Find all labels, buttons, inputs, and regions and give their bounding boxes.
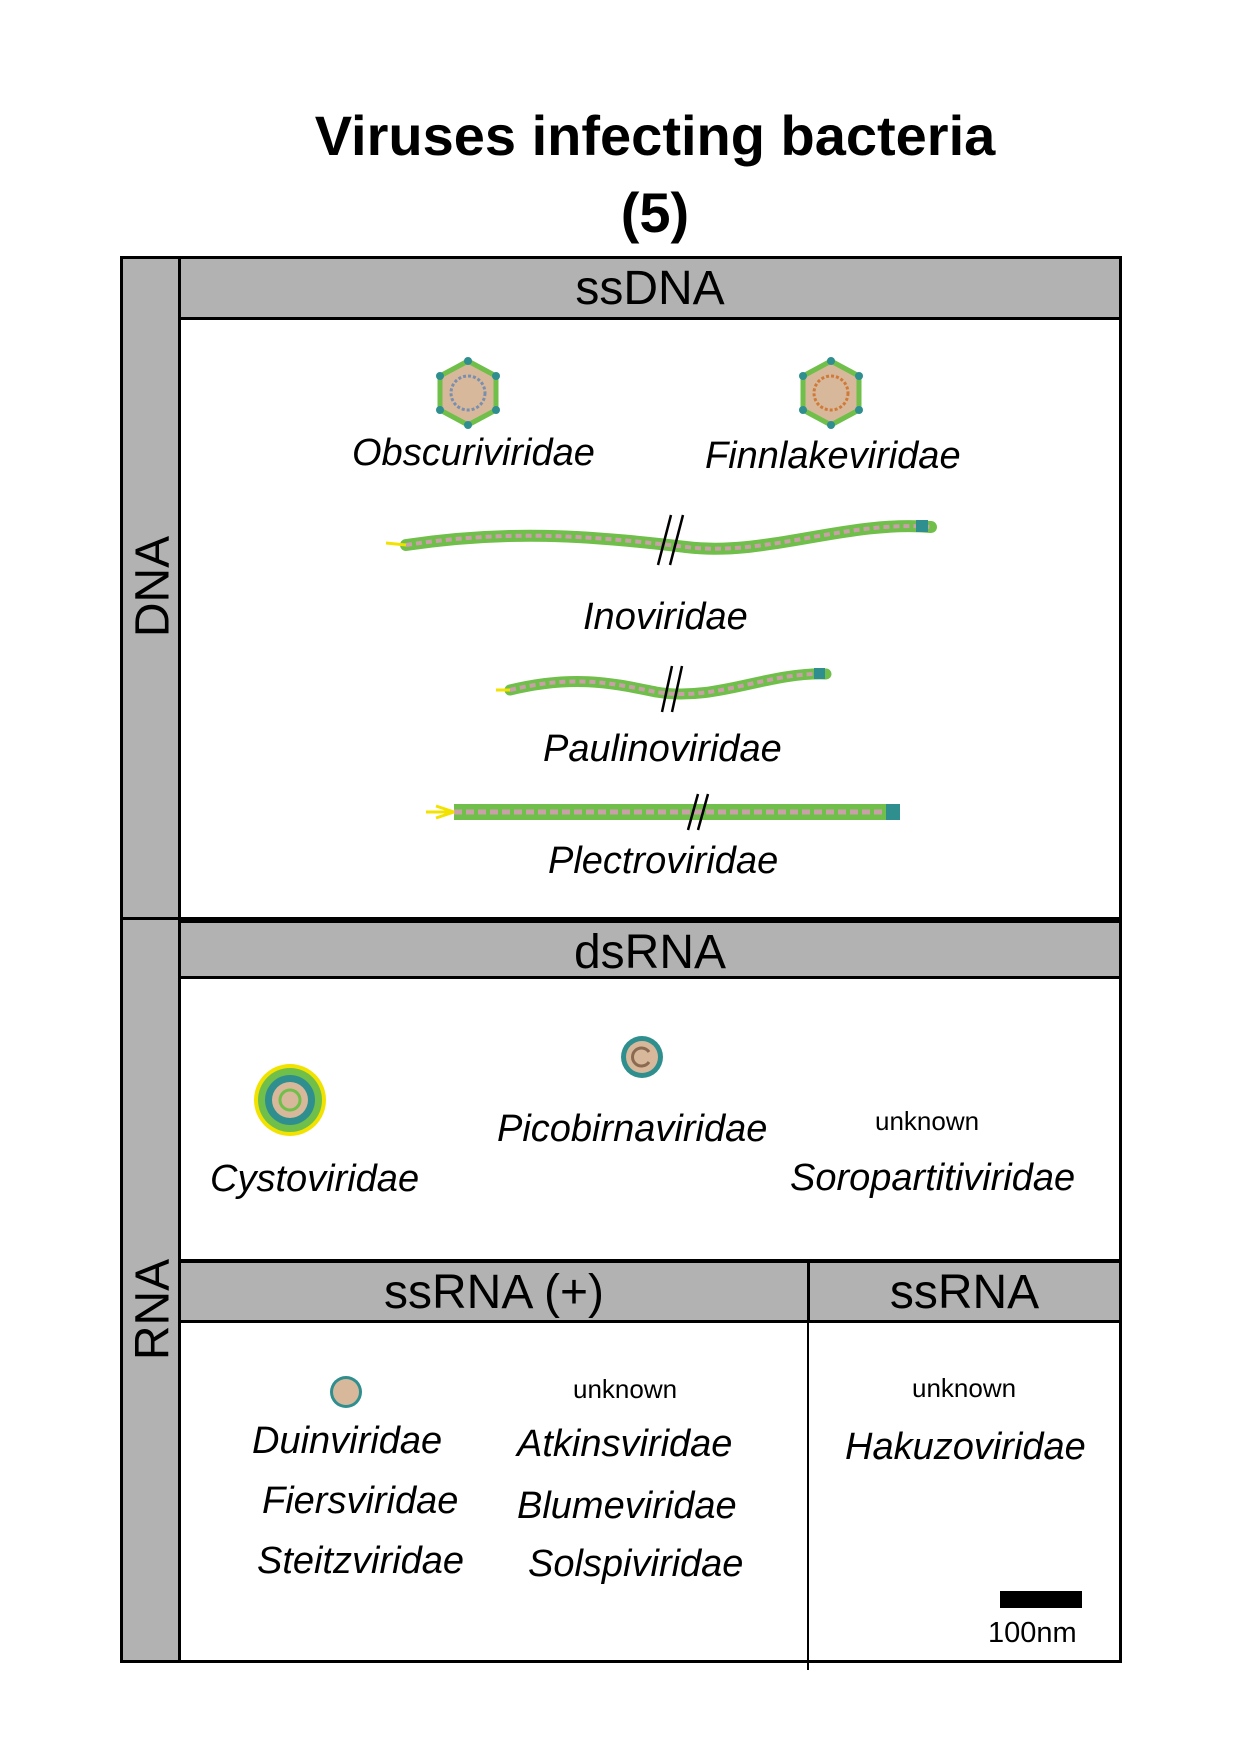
ssrna-header: ssRNA <box>807 1260 1122 1323</box>
dsrna-header: dsRNA <box>178 920 1122 979</box>
family-blumeviridae: Blumeviridae <box>517 1485 737 1527</box>
dna-side-band: DNA <box>120 256 181 920</box>
ssdna-header: ssDNA <box>178 256 1122 320</box>
leviphage-icon <box>330 1376 362 1408</box>
family-steitzviridae: Steitzviridae <box>257 1540 464 1582</box>
family-cystoviridae: Cystoviridae <box>210 1158 420 1200</box>
ssrna-unknown-note: unknown <box>912 1373 1017 1403</box>
dna-label: DNA <box>126 535 180 638</box>
scale-bar-label: 100nm <box>988 1617 1077 1649</box>
picobirnavirus-icon <box>621 1036 663 1078</box>
filamentous-virion-icon <box>496 665 832 713</box>
ssrna-pos-header: ssRNA (+) <box>178 1260 810 1323</box>
dsrna-unknown-note: unknown <box>875 1106 980 1136</box>
icosahedral-capsid-icon <box>436 357 500 429</box>
dsrna-panel <box>178 976 1122 1262</box>
family-atkinsviridae: Atkinsviridae <box>517 1423 733 1465</box>
cystovirus-icon <box>254 1064 326 1136</box>
page-subtitle: (5) <box>620 181 690 244</box>
family-soropartitiviridae: Soropartitiviridae <box>790 1157 1076 1199</box>
family-fiersviridae: Fiersviridae <box>262 1480 459 1522</box>
page-title: Viruses infecting bacteria <box>314 104 996 167</box>
filamentous-virion-icon <box>385 514 937 566</box>
family-hakuzoviridae: Hakuzoviridae <box>845 1426 1086 1468</box>
rna-label: RNA <box>126 1258 180 1361</box>
rna-side-band: RNA <box>120 917 181 1663</box>
family-solspiviridae: Solspiviridae <box>528 1543 744 1585</box>
ssrna-panel <box>178 1320 1122 1663</box>
family-obscuriviridae: Obscuriviridae <box>352 432 595 474</box>
family-paulinoviridae: Paulinoviridae <box>543 728 782 770</box>
family-picobirnaviridae: Picobirnaviridae <box>497 1108 768 1150</box>
ssrna-pos-unknown-note: unknown <box>573 1374 678 1404</box>
ssrna-divider <box>807 1320 809 1670</box>
family-inoviridae: Inoviridae <box>583 596 748 638</box>
scale-bar-icon <box>1000 1591 1082 1608</box>
family-duinviridae: Duinviridae <box>252 1420 443 1462</box>
icosahedral-capsid-icon <box>799 357 863 429</box>
family-finnlakeviridae: Finnlakeviridae <box>705 435 961 477</box>
filamentous-virion-icon <box>426 793 900 831</box>
family-plectroviridae: Plectroviridae <box>548 840 779 882</box>
